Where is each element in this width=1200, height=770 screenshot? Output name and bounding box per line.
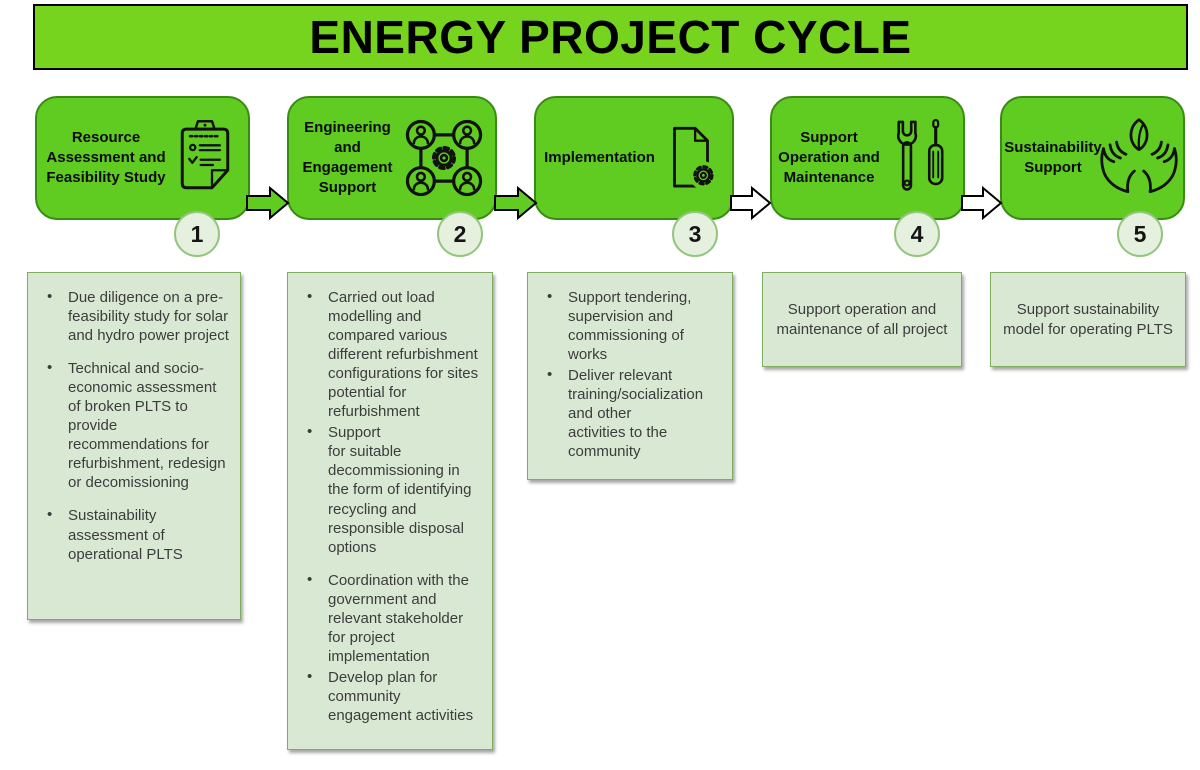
stage-box-sustainability-support: Sustainability Support — [1000, 96, 1185, 220]
flow-arrow-2-3 — [494, 185, 538, 225]
note-box-operation-maintenance: Support operation and maintenance of all… — [762, 272, 962, 367]
flow-arrow-4-5 — [961, 185, 1003, 225]
stage-label: Engineering and Engagement Support — [302, 118, 393, 197]
note-text: Support sustainability model for operati… — [1003, 301, 1173, 338]
note-box-implementation: Support tendering, supervision and commi… — [527, 272, 733, 480]
note-bullet: Deliver relevant training/socialization … — [528, 365, 722, 461]
step-number-badge-4: 4 — [894, 211, 940, 257]
note-box-resource-assessment: Due diligence on a pre-feasibility study… — [27, 272, 241, 620]
flow-arrow-1-2 — [246, 185, 290, 225]
stage-box-engineering-engagement: Engineering and Engagement Support — [287, 96, 497, 220]
note-bullet: Carried out load modelling and compared … — [288, 287, 482, 421]
stage-label: Sustainability Support — [1004, 138, 1102, 176]
note-box-sustainability: Support sustainability model for operati… — [990, 272, 1186, 367]
clipboard-checklist-icon — [170, 117, 240, 199]
flow-arrow-3-4 — [730, 185, 772, 225]
step-number-badge-3: 3 — [672, 211, 718, 257]
note-bullet: Coordination with the government and rel… — [288, 570, 482, 666]
note-bullet: Technical and socio-economic assessment … — [28, 358, 230, 492]
title-bar: ENERGY PROJECT CYCLE — [33, 4, 1188, 70]
note-bullet: Due diligence on a pre-feasibility study… — [28, 287, 230, 345]
page-title: ENERGY PROJECT CYCLE — [309, 11, 912, 63]
hands-leaf-icon — [1097, 116, 1181, 200]
note-bullet: Support for suitable decommissioning in … — [288, 422, 482, 556]
step-number-badge-2: 2 — [437, 211, 483, 257]
stage-label: Resource Assessment and Feasibility Stud… — [46, 128, 166, 187]
stage-box-implementation: Implementation — [534, 96, 734, 220]
note-text: Support operation and maintenance of all… — [776, 301, 948, 338]
note-bullet: Support tendering, supervision and commi… — [528, 287, 722, 364]
stage-label: Support Operation and Maintenance — [778, 128, 880, 187]
stage-label: Implementation — [544, 148, 655, 166]
document-gear-icon — [658, 116, 724, 200]
stage-box-operation-maintenance: Support Operation and Maintenance — [770, 96, 965, 220]
step-number-badge-5: 5 — [1117, 211, 1163, 257]
note-bullet: Sustainability assessment of operational… — [28, 505, 230, 563]
wrench-screwdriver-icon — [883, 114, 957, 202]
team-gear-icon — [401, 115, 487, 201]
stage-box-resource-assessment: Resource Assessment and Feasibility Stud… — [35, 96, 250, 220]
note-box-engineering-engagement: Carried out load modelling and compared … — [287, 272, 493, 750]
step-number-badge-1: 1 — [174, 211, 220, 257]
note-bullet: Develop plan for community engagement ac… — [288, 667, 482, 725]
